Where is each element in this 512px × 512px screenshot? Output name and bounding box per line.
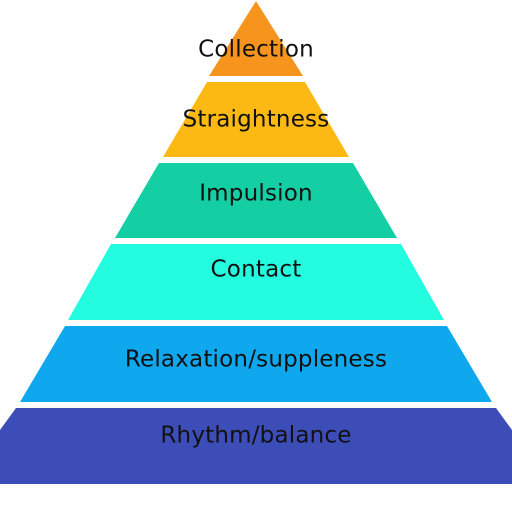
tier-contact: Contact xyxy=(68,244,444,320)
tier-collection: Collection xyxy=(198,1,314,76)
tier-relaxation-suppleness: Relaxation/suppleness xyxy=(20,326,492,402)
tier-shape xyxy=(0,408,512,484)
tier-shape xyxy=(20,326,492,402)
tier-straightness: Straightness xyxy=(163,82,349,157)
tier-shape xyxy=(163,82,349,157)
tier-rhythm-balance: Rhythm/balance xyxy=(0,408,512,484)
tier-label: Impulsion xyxy=(199,181,313,207)
tier-label: Collection xyxy=(198,37,314,63)
tier-impulsion: Impulsion xyxy=(115,163,397,238)
tier-label: Rhythm/balance xyxy=(160,423,351,449)
tier-label: Relaxation/suppleness xyxy=(125,347,387,373)
tier-label: Contact xyxy=(211,257,302,283)
tier-shape xyxy=(68,244,444,320)
tier-label: Straightness xyxy=(183,107,330,133)
tier-shape xyxy=(209,1,303,76)
tier-shape xyxy=(115,163,397,238)
